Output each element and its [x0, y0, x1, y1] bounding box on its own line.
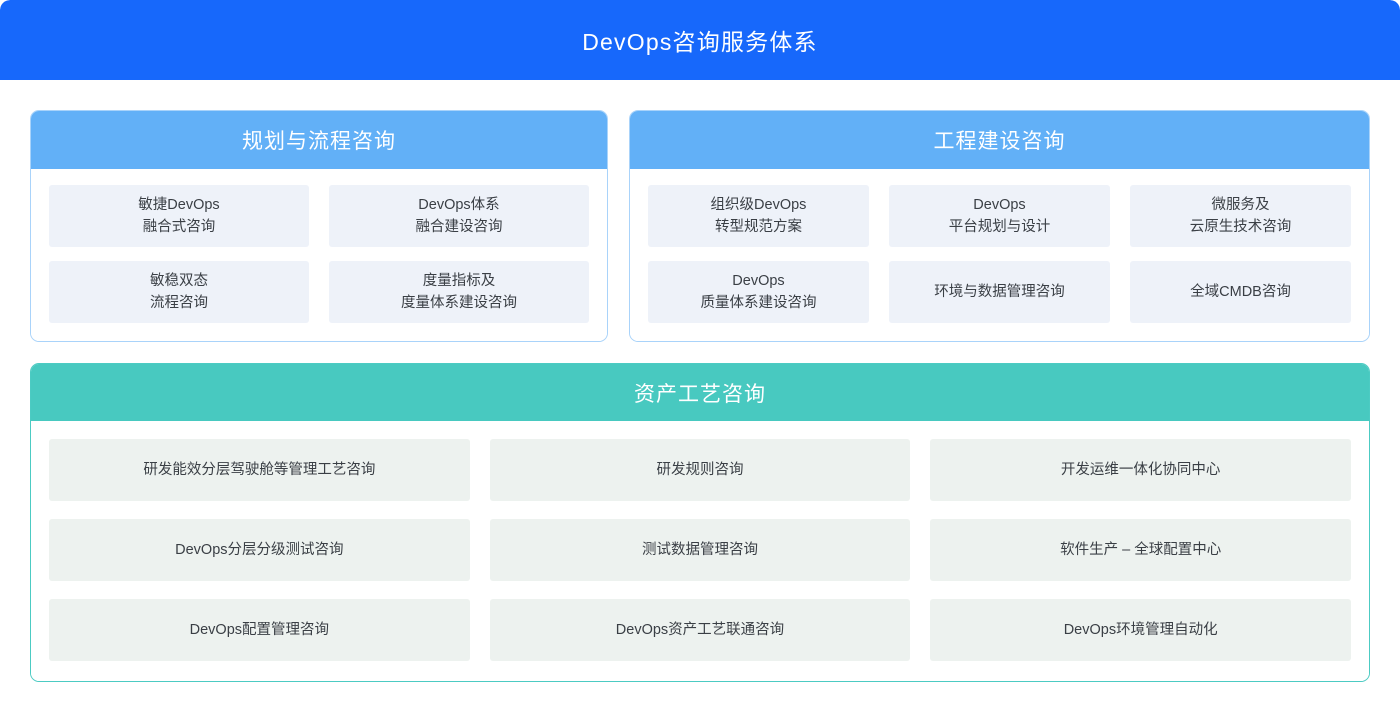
card-title: 规划与流程咨询	[242, 130, 396, 153]
card-body-planning-process-consulting: 敏捷DevOps 融合式咨询 DevOps体系 融合建设咨询 敏稳双态 流程咨询…	[31, 169, 607, 341]
card-planning-process-consulting[interactable]: 规划与流程咨询 敏捷DevOps 融合式咨询 DevOps体系 融合建设咨询 敏…	[30, 110, 608, 342]
tile-item[interactable]: 环境与数据管理咨询	[889, 261, 1110, 323]
tile-item[interactable]: 度量指标及 度量体系建设咨询	[329, 261, 589, 323]
tile-item[interactable]: DevOps 平台规划与设计	[889, 185, 1110, 247]
card-header-asset-process-consulting: 资产工艺咨询	[31, 364, 1369, 421]
diagram-body: 规划与流程咨询 敏捷DevOps 融合式咨询 DevOps体系 融合建设咨询 敏…	[0, 80, 1400, 704]
tile-item[interactable]: DevOps配置管理咨询	[49, 599, 470, 661]
tile-item[interactable]: DevOps 质量体系建设咨询	[648, 261, 869, 323]
tile-grid: 研发能效分层驾驶舱等管理工艺咨询 研发规则咨询 开发运维一体化协同中心 DevO…	[49, 439, 1351, 661]
card-title: 资产工艺咨询	[634, 382, 766, 406]
tile-item[interactable]: 研发规则咨询	[489, 439, 911, 501]
tile-grid: 敏捷DevOps 融合式咨询 DevOps体系 融合建设咨询 敏稳双态 流程咨询…	[49, 185, 589, 323]
tile-grid: 组织级DevOps 转型规范方案 DevOps 平台规划与设计 微服务及 云原生…	[648, 185, 1351, 323]
card-asset-process-consulting[interactable]: 资产工艺咨询 研发能效分层驾驶舱等管理工艺咨询 研发规则咨询 开发运维一体化协同…	[30, 363, 1370, 682]
page-title: DevOps咨询服务体系	[582, 29, 818, 55]
tile-item[interactable]: 组织级DevOps 转型规范方案	[648, 185, 869, 247]
card-header-engineering-construction-consulting: 工程建设咨询	[630, 111, 1369, 169]
tile-item[interactable]: DevOps分层分级测试咨询	[49, 519, 470, 581]
tile-item[interactable]: 微服务及 云原生技术咨询	[1130, 185, 1351, 247]
tile-item[interactable]: DevOps资产工艺联通咨询	[489, 599, 911, 661]
tile-item[interactable]: DevOps环境管理自动化	[930, 599, 1351, 661]
card-header-planning-process-consulting: 规划与流程咨询	[31, 111, 607, 169]
tile-item[interactable]: 软件生产 – 全球配置中心	[930, 519, 1351, 581]
tile-item[interactable]: 敏稳双态 流程咨询	[49, 261, 309, 323]
tile-item[interactable]: 开发运维一体化协同中心	[930, 439, 1351, 501]
tile-item[interactable]: DevOps体系 融合建设咨询	[329, 185, 589, 247]
card-title: 工程建设咨询	[933, 130, 1066, 153]
tile-item[interactable]: 测试数据管理咨询	[489, 519, 911, 581]
card-body-asset-process-consulting: 研发能效分层驾驶舱等管理工艺咨询 研发规则咨询 开发运维一体化协同中心 DevO…	[31, 421, 1369, 681]
tile-item[interactable]: 全域CMDB咨询	[1130, 261, 1351, 323]
tile-item[interactable]: 研发能效分层驾驶舱等管理工艺咨询	[49, 439, 470, 501]
page-banner: DevOps咨询服务体系	[0, 0, 1400, 80]
card-engineering-construction-consulting[interactable]: 工程建设咨询 组织级DevOps 转型规范方案 DevOps 平台规划与设计 微…	[629, 110, 1370, 342]
tile-item[interactable]: 敏捷DevOps 融合式咨询	[49, 185, 309, 247]
top-card-row: 规划与流程咨询 敏捷DevOps 融合式咨询 DevOps体系 融合建设咨询 敏…	[30, 110, 1370, 342]
card-body-engineering-construction-consulting: 组织级DevOps 转型规范方案 DevOps 平台规划与设计 微服务及 云原生…	[630, 169, 1369, 341]
